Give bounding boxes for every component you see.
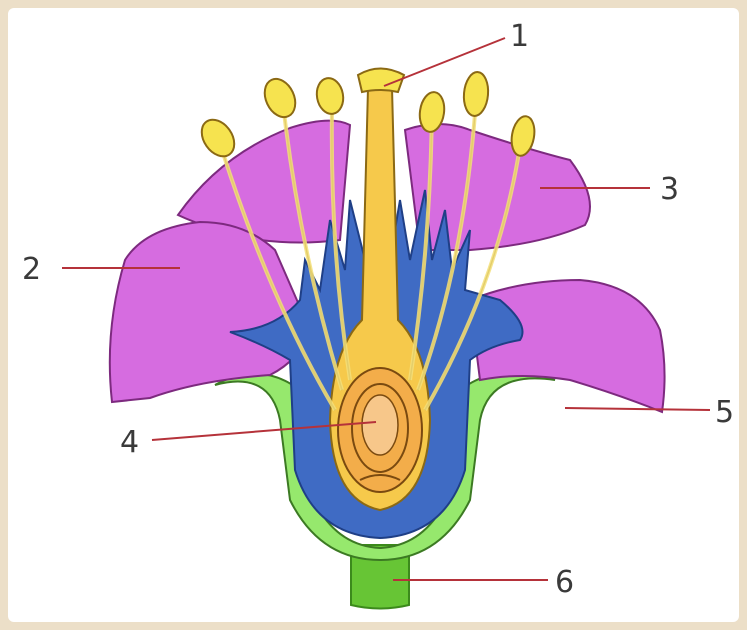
anther-2 — [259, 74, 301, 122]
label-3: 3 — [660, 172, 679, 207]
label-2: 2 — [22, 252, 41, 287]
leader-line-1 — [384, 38, 505, 86]
anther-1 — [195, 114, 241, 163]
ovule-inner — [362, 395, 398, 455]
label-6: 6 — [555, 565, 574, 600]
anther-5 — [462, 71, 490, 117]
label-5: 5 — [715, 395, 734, 430]
petal-left-front — [110, 222, 310, 402]
label-1: 1 — [510, 19, 529, 54]
label-4: 4 — [120, 425, 139, 460]
anther-3 — [314, 76, 346, 116]
leader-line-5 — [565, 408, 710, 410]
